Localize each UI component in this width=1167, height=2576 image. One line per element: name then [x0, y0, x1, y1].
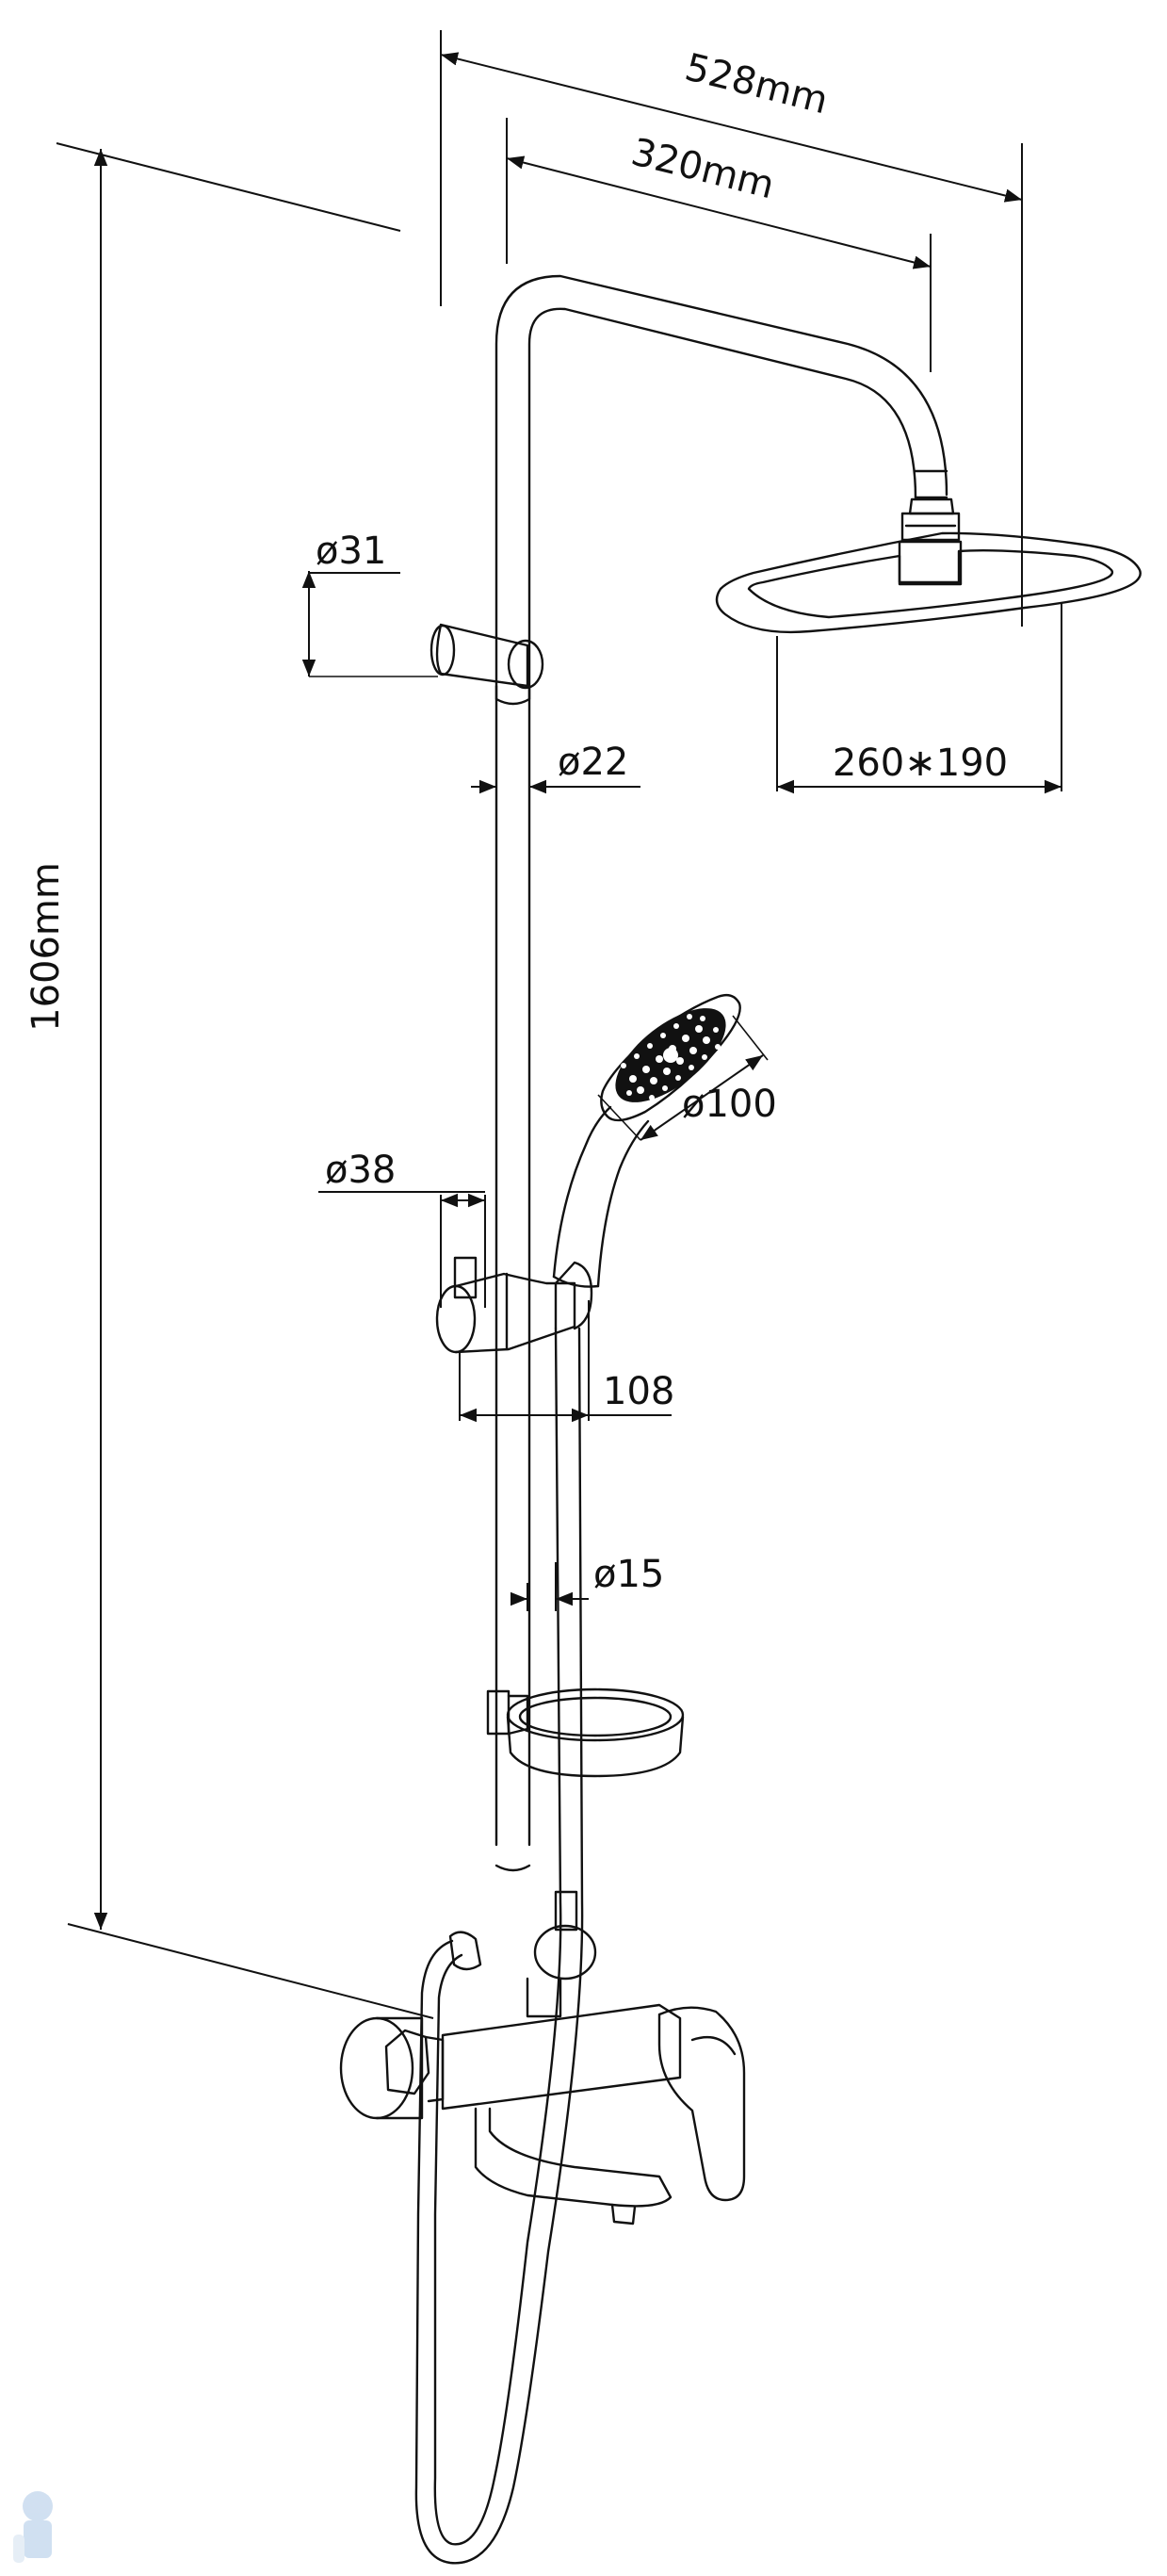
- hand-shower-slider: [435, 1256, 593, 1354]
- dimension-rail-bracket-dia: ø31: [301, 530, 438, 677]
- head-size-label: 260∗190: [833, 742, 1008, 785]
- dimension-slider-depth: 108: [459, 1300, 674, 1423]
- dimension-overall-width: 528mm: [440, 30, 1023, 627]
- lower-collar: [494, 1864, 597, 2018]
- dimension-total-height: 1606mm: [24, 142, 434, 2019]
- slider-dia-label: ø38: [325, 1149, 396, 1192]
- overhead-shower-head: [715, 497, 1142, 634]
- hand-shower-dia-label: ø100: [682, 1083, 777, 1126]
- dimension-hose-dia: ø15: [511, 1553, 664, 1611]
- dimension-arm-reach: 320mm: [506, 118, 932, 372]
- dimension-head-size: 260∗190: [776, 603, 1062, 794]
- soap-dish: [486, 1687, 685, 1778]
- slider-depth-label: 108: [603, 1370, 674, 1413]
- hand-shower: [552, 993, 741, 1288]
- shower-hose: [414, 1327, 584, 2565]
- dimension-hand-shower-dia: ø100: [597, 1015, 777, 1141]
- upper-rail-bracket: [430, 623, 544, 706]
- arm-reach-label: 320mm: [627, 130, 779, 207]
- riser-pipe: [494, 274, 948, 1847]
- rail-bracket-dia-label: ø31: [316, 530, 386, 573]
- watermark-logo: [13, 2491, 53, 2563]
- dimension-slider-dia: ø38: [318, 1149, 486, 1308]
- pipe-dia-label: ø22: [558, 741, 628, 784]
- dimension-pipe-dia: ø22: [471, 741, 640, 794]
- wall-mixer: [339, 2003, 746, 2225]
- hose-dia-label: ø15: [593, 1553, 664, 1596]
- overall-width-label: 528mm: [681, 45, 833, 122]
- total-height-label: 1606mm: [24, 862, 68, 1032]
